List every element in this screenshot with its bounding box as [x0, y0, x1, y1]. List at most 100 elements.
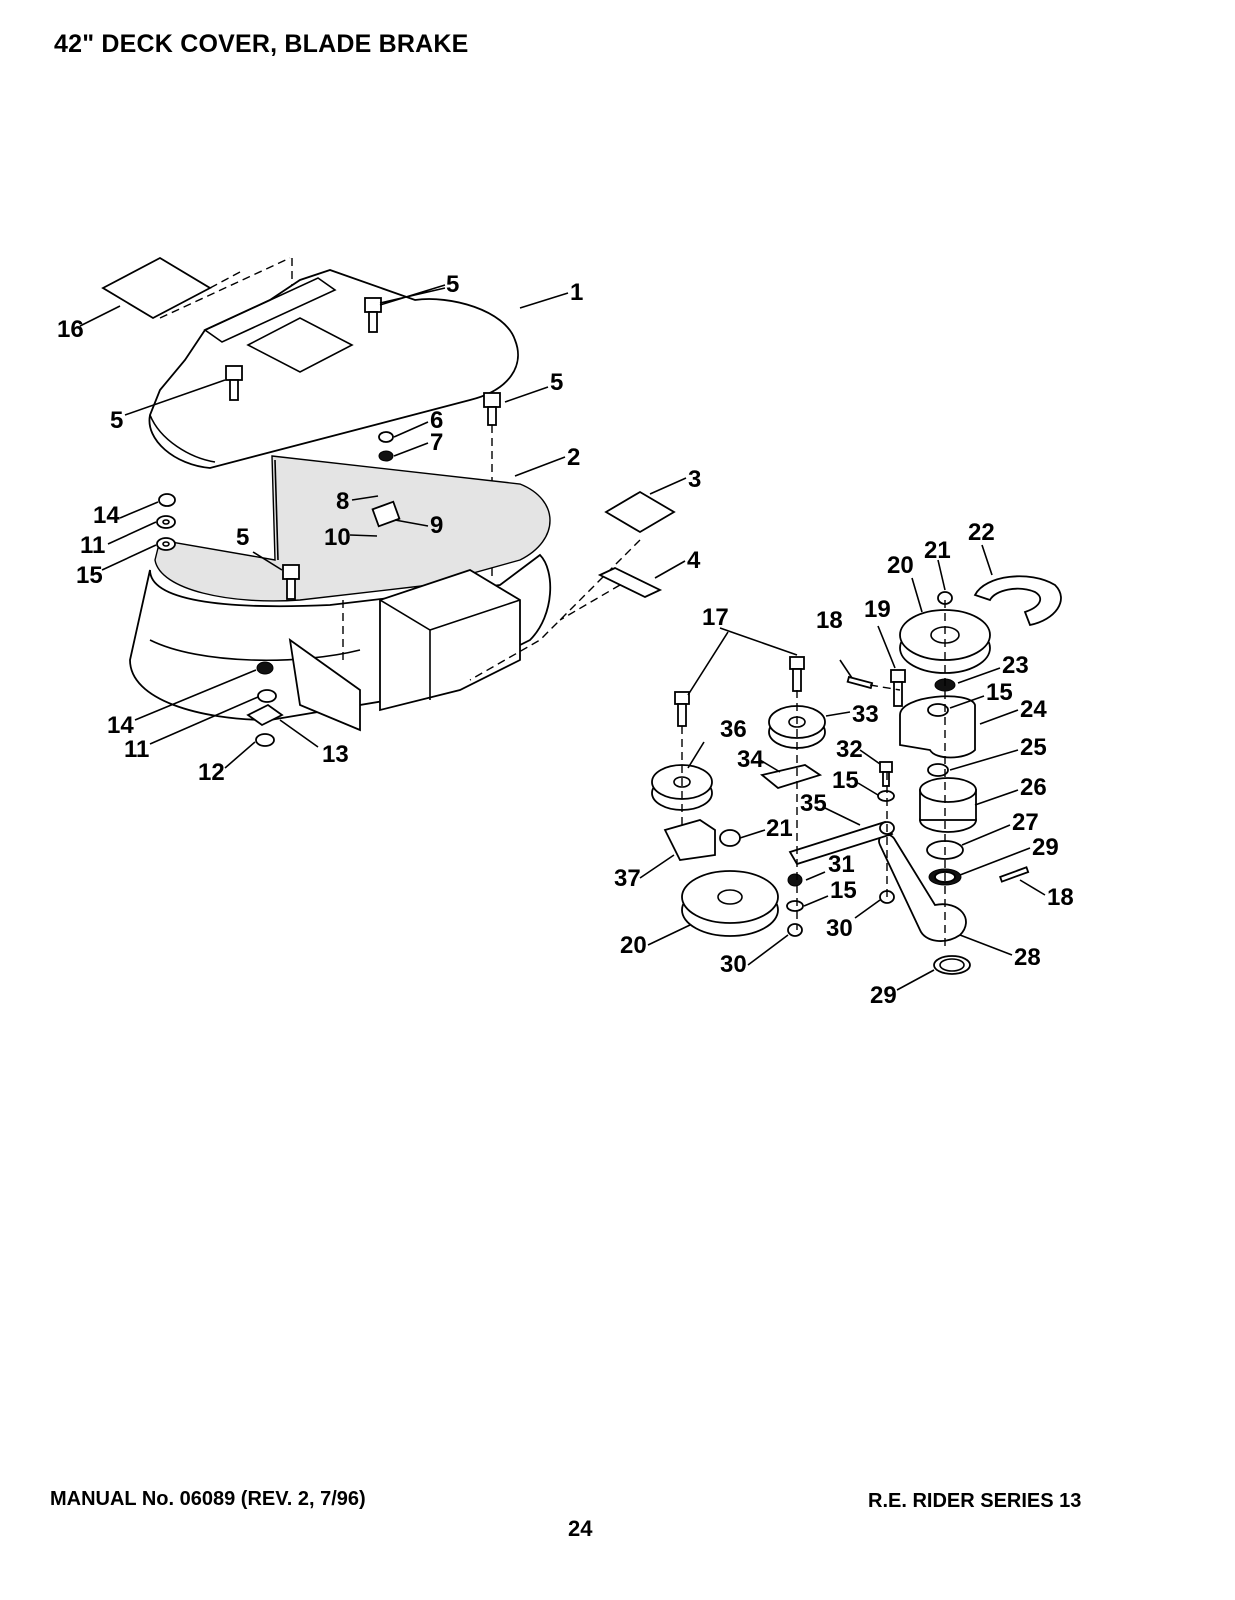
callout-15-c: 15	[832, 767, 859, 794]
washer-11-a	[156, 515, 176, 529]
callout-2: 2	[567, 444, 580, 471]
callout-21-a: 21	[924, 537, 951, 564]
page-title: 42" DECK COVER, BLADE BRAKE	[54, 30, 469, 58]
bolt-17-b	[674, 691, 690, 727]
series-name: R.E. RIDER SERIES 13	[868, 1490, 1082, 1512]
callout-36: 36	[720, 716, 747, 743]
seal-29-b	[933, 955, 971, 975]
decal-4	[597, 567, 663, 598]
bolt-5-c	[483, 392, 501, 426]
callout-7: 7	[430, 429, 443, 456]
callout-31: 31	[828, 851, 855, 878]
manual-number: MANUAL No. 06089 (REV. 2, 7/96)	[50, 1488, 366, 1510]
callout-25: 25	[1020, 734, 1047, 761]
callout-18-a: 18	[816, 607, 843, 634]
callout-37: 37	[614, 865, 641, 892]
callout-5-c: 5	[550, 369, 563, 396]
washer-25	[927, 763, 949, 777]
page-number: 24	[568, 1516, 593, 1541]
washer-15-c	[877, 790, 895, 802]
belt-guard-22	[973, 575, 1062, 627]
bolt-5-b	[225, 365, 243, 401]
bolt-32	[879, 761, 893, 787]
callout-22: 22	[968, 519, 995, 546]
callout-6: 6	[430, 407, 443, 434]
cover-recess	[246, 317, 354, 373]
nut-12	[255, 733, 275, 747]
belt-guard	[154, 455, 551, 602]
callout-27: 27	[1012, 809, 1039, 836]
bracket-13	[246, 703, 284, 727]
brake-box	[379, 569, 521, 712]
callout-12: 12	[198, 759, 225, 786]
callout-8: 8	[336, 488, 349, 515]
callout-3: 3	[688, 466, 701, 493]
blade-brake-channel	[288, 638, 361, 732]
callout-5-b: 5	[110, 407, 123, 434]
callout-13: 13	[322, 741, 349, 768]
callout-34: 34	[737, 746, 764, 773]
pin-18-a	[846, 675, 874, 690]
washer-7	[378, 450, 394, 462]
callout-26: 26	[1020, 774, 1047, 801]
callout-15-a: 15	[76, 562, 103, 589]
decal-3	[604, 490, 676, 534]
washer-11-b	[257, 689, 277, 703]
pulley-20-a	[899, 609, 991, 674]
bolt-19	[890, 669, 906, 707]
callout-labels: 5 1 16 5 5 6 7 2 8 9 10 3 4 14 11 15 5 1…	[57, 271, 1074, 1009]
callout-28: 28	[1014, 944, 1041, 971]
washer-15-d	[786, 900, 804, 912]
callout-15-d: 15	[830, 877, 857, 904]
bolt-5-d	[282, 564, 300, 600]
nut-21-b	[719, 829, 741, 847]
leader-lines	[79, 284, 1046, 991]
callout-4: 4	[687, 547, 701, 574]
washer-15-b	[927, 703, 949, 717]
callout-14-b: 14	[107, 712, 134, 739]
bushing-31b	[787, 873, 803, 887]
bracket-37	[663, 819, 716, 861]
nut-6	[378, 431, 394, 443]
link-35	[788, 820, 894, 866]
spindle-housing-24	[899, 695, 976, 759]
callout-32: 32	[836, 736, 863, 763]
callout-29-a: 29	[1032, 834, 1059, 861]
callout-17: 17	[702, 604, 729, 631]
deck-cover	[148, 269, 519, 469]
callout-10: 10	[324, 524, 351, 551]
bracket-9	[371, 500, 401, 528]
callout-1: 1	[570, 279, 583, 306]
callout-21-b: 21	[766, 815, 793, 842]
pulley-33	[768, 705, 826, 749]
washer-15-a	[156, 537, 176, 551]
callout-18-b: 18	[1047, 884, 1074, 911]
callout-33: 33	[852, 701, 879, 728]
bolt-17-a	[789, 656, 805, 692]
decal-guides	[342, 539, 641, 681]
callout-5-a: 5	[446, 271, 459, 298]
callout-19: 19	[864, 596, 891, 623]
brake-drum-26	[919, 777, 977, 833]
callout-30-a: 30	[826, 915, 853, 942]
callout-15-b: 15	[986, 679, 1013, 706]
nut-14-b	[256, 661, 274, 675]
callout-11-a: 11	[80, 532, 105, 559]
callout-11-b: 11	[124, 736, 149, 763]
nut-14-a	[158, 493, 176, 507]
callout-23: 23	[1002, 652, 1029, 679]
nut-30-a	[787, 923, 803, 937]
callout-16: 16	[57, 316, 84, 343]
callout-5-d: 5	[236, 524, 249, 551]
pin-18-b	[999, 866, 1030, 883]
decal-16	[101, 256, 212, 320]
callout-29-b: 29	[870, 982, 897, 1009]
callout-20-b: 20	[620, 932, 647, 959]
pulley-20-b	[681, 870, 779, 937]
callout-35: 35	[800, 790, 827, 817]
bracket-34	[760, 764, 823, 790]
callout-24: 24	[1020, 696, 1047, 723]
callout-20-a: 20	[887, 552, 914, 579]
callout-9: 9	[430, 512, 443, 539]
